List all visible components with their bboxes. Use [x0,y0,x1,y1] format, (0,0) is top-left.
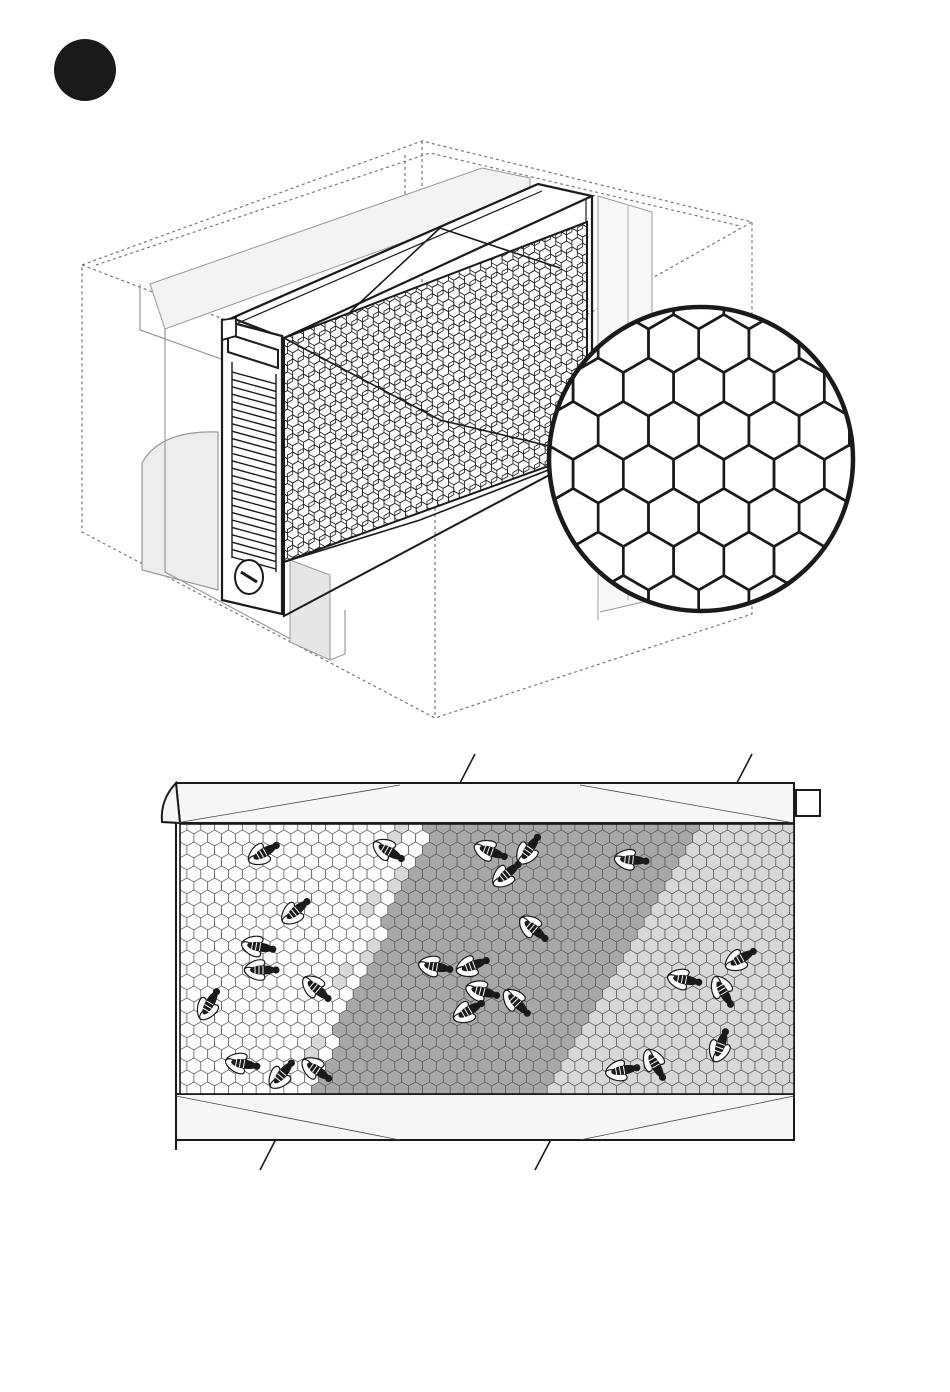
step-marker-icon [54,39,116,101]
hive-box-illustration [82,95,950,718]
comb-frame-illustration [162,754,820,1170]
frame-feeder [222,318,282,614]
